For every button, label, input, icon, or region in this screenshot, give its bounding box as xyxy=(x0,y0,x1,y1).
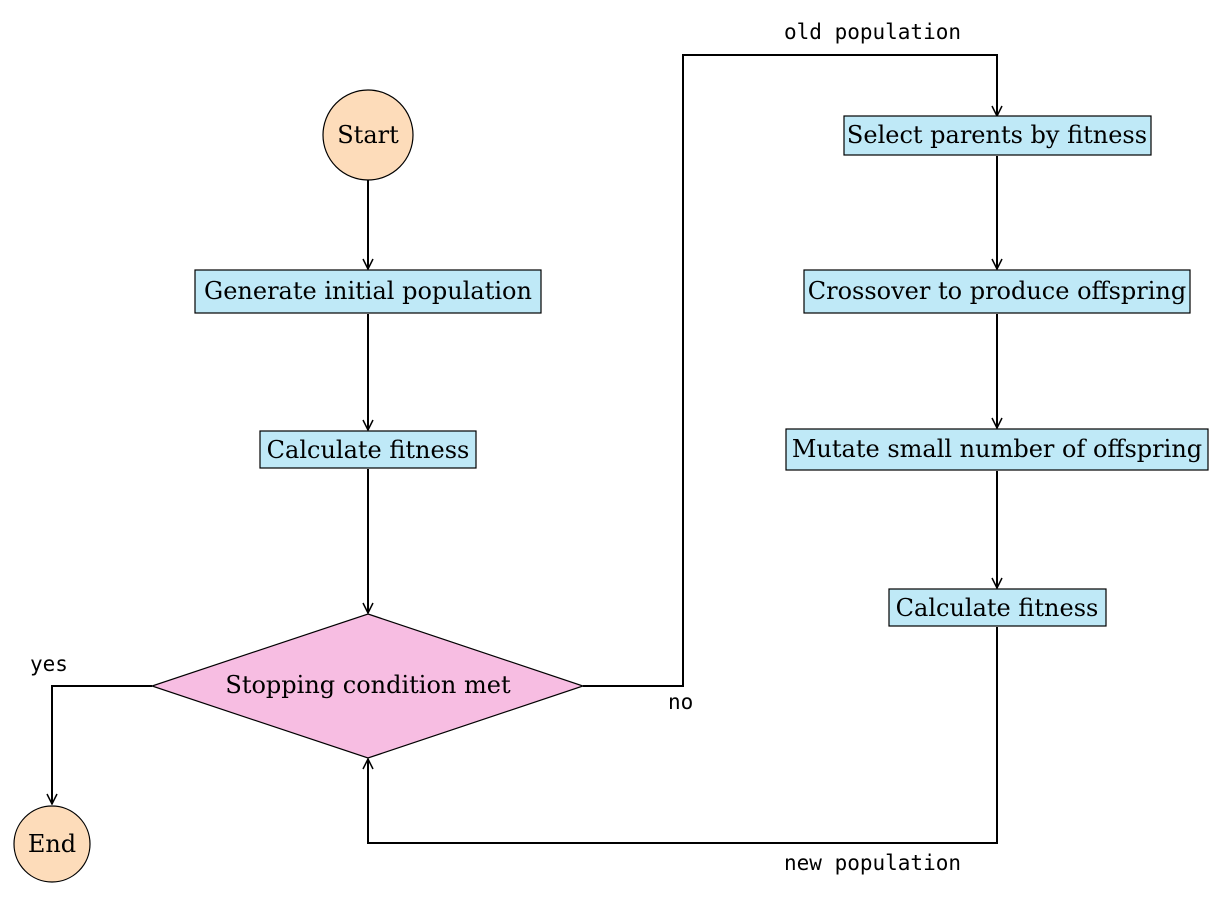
start-node: Start xyxy=(322,89,414,181)
end-label: End xyxy=(28,830,76,858)
calculate-fitness-left-label: Calculate fitness xyxy=(267,436,470,464)
calculate-fitness-right-label: Calculate fitness xyxy=(896,594,1099,622)
edge-decision-no-to-select xyxy=(583,54,997,687)
end-node: End xyxy=(13,805,91,883)
edge-label-no: no xyxy=(668,690,693,714)
edge-decision-yes-to-end xyxy=(52,685,152,804)
stopping-condition-label: Stopping condition met xyxy=(225,671,511,699)
mutate-label: Mutate small number of offspring xyxy=(792,435,1202,463)
select-parents-node: Select parents by fitness xyxy=(843,115,1152,156)
calculate-fitness-left-node: Calculate fitness xyxy=(259,430,477,469)
calculate-fitness-right-node: Calculate fitness xyxy=(888,588,1107,627)
start-label: Start xyxy=(337,121,399,149)
mutate-node: Mutate small number of offspring xyxy=(785,428,1209,471)
crossover-node: Crossover to produce offspring xyxy=(803,269,1191,314)
edge-label-yes: yes xyxy=(30,652,68,676)
edge-label-old-population: old population xyxy=(784,20,961,44)
generate-population-label: Generate initial population xyxy=(204,277,532,305)
edge-label-new-population: new population xyxy=(784,851,961,875)
stopping-condition-decision: Stopping condition met xyxy=(150,613,585,759)
edge-fitness-to-decision-loop xyxy=(368,627,998,844)
select-parents-label: Select parents by fitness xyxy=(847,121,1147,149)
generate-population-node: Generate initial population xyxy=(194,269,542,314)
crossover-label: Crossover to produce offspring xyxy=(808,277,1186,305)
